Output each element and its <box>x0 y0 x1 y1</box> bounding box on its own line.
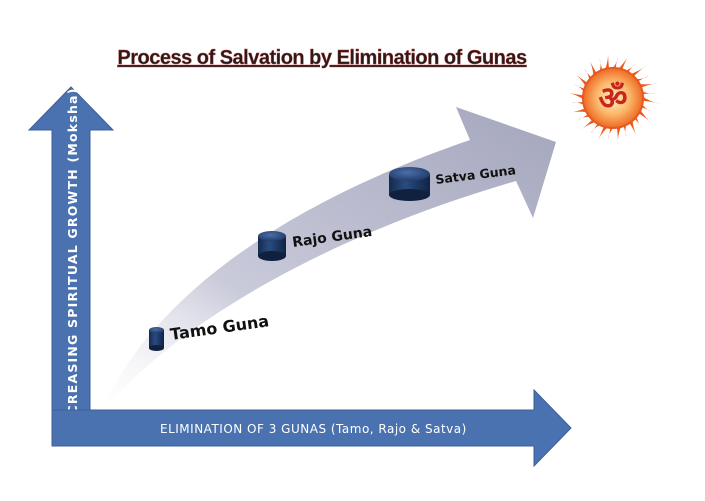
sun-ray <box>628 118 639 139</box>
x-axis-label: ELIMINATION OF 3 GUNAS (Tamo, Rajo & Sat… <box>160 422 467 436</box>
sun-ray <box>640 95 661 104</box>
om-sun-logo: ॐ <box>565 50 661 146</box>
sun-ray <box>616 124 622 146</box>
x-axis-arrow <box>51 388 572 468</box>
y-axis-arrow <box>27 86 115 447</box>
sun-ray <box>604 50 610 72</box>
rajo-guna-cylinder <box>258 231 286 261</box>
sun-ray <box>587 57 598 78</box>
sun-ray <box>578 118 598 132</box>
tamo-guna-cylinder <box>149 327 164 351</box>
sun-ray <box>572 72 589 89</box>
sun-ray <box>637 82 659 89</box>
sun-ray <box>567 107 589 114</box>
sun-ray <box>637 107 654 124</box>
sun-ray <box>565 92 586 101</box>
progress-curve-arrow <box>100 107 556 413</box>
satva-guna-cylinder <box>389 167 430 201</box>
sun-ray <box>628 64 648 78</box>
page-title: Process of Salvation by Elimination of G… <box>117 47 527 69</box>
om-symbol: ॐ <box>598 79 627 117</box>
y-axis-label: INCREASING SPIRITUAL GROWTH (Moksha) <box>65 87 80 432</box>
